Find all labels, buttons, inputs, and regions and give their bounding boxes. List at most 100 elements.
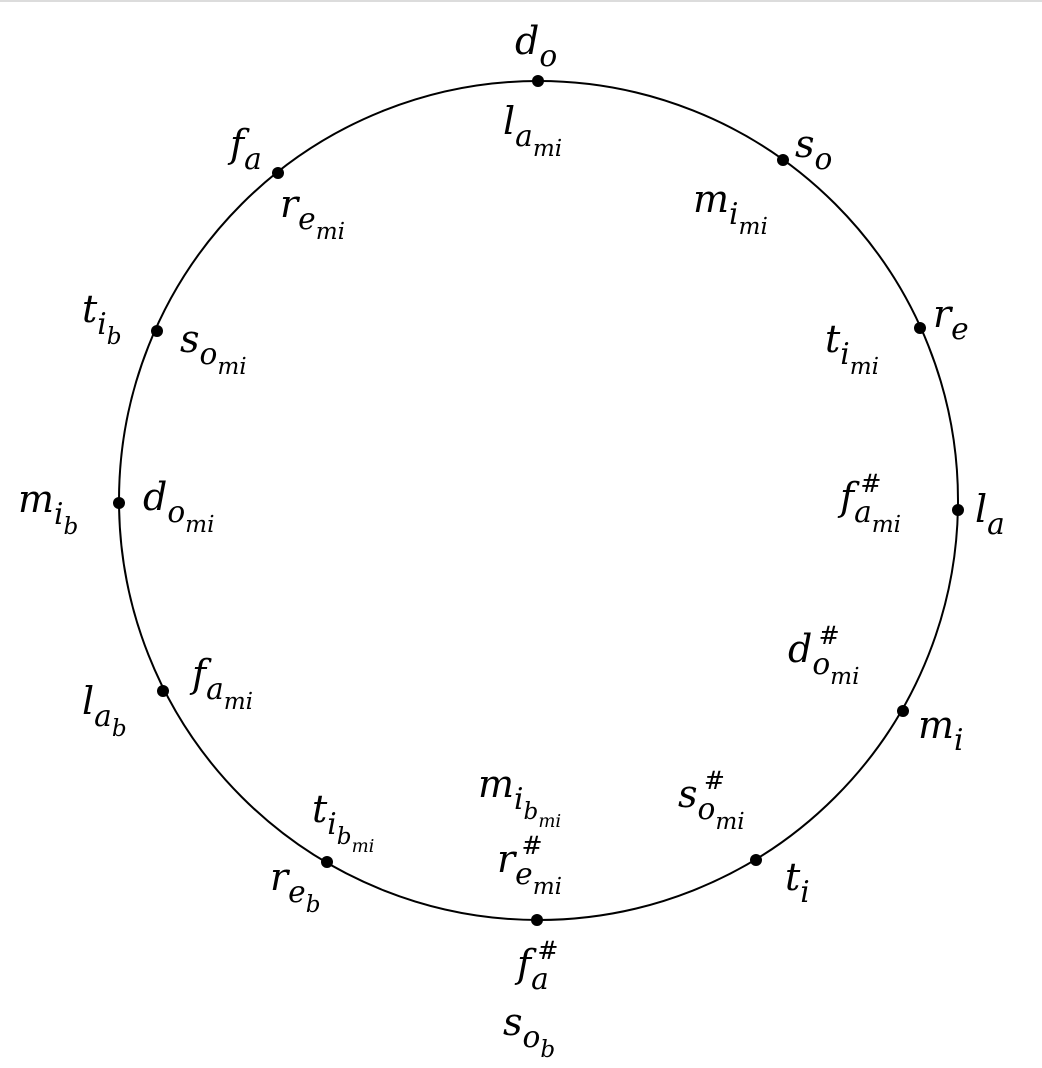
label-subscript: o#mi — [698, 768, 745, 834]
subscript-text: mi — [830, 664, 860, 691]
label-subscript: omi — [200, 339, 247, 379]
inner-label: remi — [280, 182, 345, 244]
inner-label: do#mi — [788, 623, 859, 689]
subscript-text: o — [167, 494, 186, 530]
inner-label: lami — [503, 102, 562, 161]
subscript-text: a — [854, 494, 872, 530]
subscript-text: mi — [849, 354, 880, 381]
label-subscript: mi — [533, 876, 562, 899]
label-subscript: o#mi — [812, 623, 859, 689]
sharp-superscript: # — [818, 620, 840, 650]
node-dot — [113, 497, 125, 509]
label-subscript: o — [815, 144, 833, 174]
label-subscript: mi — [715, 811, 744, 834]
inner-label: domi — [143, 475, 214, 537]
label-subscript: mi — [185, 514, 214, 537]
inner-label: fami — [192, 655, 253, 714]
subscript-text: mi — [223, 689, 254, 716]
label-subscript: mi — [224, 691, 253, 714]
label-subscript: a# — [531, 938, 558, 997]
label-subscript: ib — [54, 499, 78, 539]
label-subscript: o — [539, 41, 557, 71]
label-base: l — [82, 679, 95, 723]
node-dot — [272, 167, 284, 179]
node-dot — [531, 914, 543, 926]
label-base: f — [840, 475, 855, 519]
label-base: m — [918, 703, 955, 747]
label-subscript: b — [64, 516, 79, 539]
node-dot — [321, 856, 333, 868]
label-base: t — [312, 787, 328, 831]
label-base: d — [143, 475, 168, 519]
outer-label: mi — [918, 703, 964, 755]
subscript-text: mi — [871, 512, 902, 539]
node-dot — [897, 705, 909, 717]
outer-label-alt: sob — [503, 1000, 555, 1062]
label-subscript: emi — [298, 201, 345, 244]
label-base: t — [82, 287, 98, 331]
label-subscript: ab — [94, 698, 126, 741]
outer-label: lab — [82, 679, 127, 741]
node-dot — [952, 504, 964, 516]
node-dot — [532, 75, 544, 87]
outer-label: re — [933, 295, 969, 344]
label-base: r — [280, 182, 299, 226]
inner-label: re#mi — [497, 833, 562, 899]
label-subscript: mi — [351, 835, 375, 857]
label-subscript: ob — [523, 1022, 556, 1062]
subscript-text: mi — [532, 874, 563, 901]
subscript-text: mi — [185, 512, 215, 539]
inner-label: fa# mi — [840, 471, 901, 537]
label-base: s — [503, 1000, 523, 1044]
label-subscript: a — [244, 144, 262, 174]
sharp-superscript: # — [521, 830, 543, 860]
outer-label: ti — [785, 858, 810, 907]
subscript-text: a — [94, 698, 112, 734]
outer-label: tib — [82, 287, 122, 349]
inner-label: so#mi — [678, 768, 745, 834]
node-dot — [777, 154, 789, 166]
subscript-text: b — [106, 324, 122, 351]
label-subscript: mi — [533, 138, 562, 161]
top-border — [0, 0, 1042, 2]
label-subscript: omi — [167, 494, 214, 537]
subscript-text: i — [729, 196, 739, 232]
subscript-text: mi — [715, 809, 745, 836]
subscript-text: mi — [351, 835, 375, 857]
inner-label: mibmi — [478, 765, 561, 830]
label-subscript: bmi — [523, 799, 562, 831]
node-dot — [914, 322, 926, 334]
label-subscript: b — [540, 1039, 555, 1062]
inner-label: mimi — [693, 177, 768, 239]
subscript-text: a — [515, 118, 533, 154]
label-subscript: ibmi — [327, 806, 374, 855]
subscript-text: e — [298, 201, 316, 237]
subscript-text: mi — [315, 219, 346, 246]
sharp-superscript: # — [860, 468, 882, 498]
node-dot — [151, 325, 163, 337]
label-subscript: a — [987, 509, 1005, 539]
label-subscript: mi — [872, 514, 901, 537]
label-subscript: mi — [739, 216, 768, 239]
subscript-text: i — [327, 806, 337, 842]
label-subscript: e — [951, 314, 969, 344]
label-subscript: mi — [316, 221, 345, 244]
outer-label: fa# — [517, 938, 558, 994]
label-base: s — [795, 122, 815, 166]
subscript-text: i — [514, 781, 524, 817]
label-subscript: b — [107, 326, 122, 349]
label-subscript: mi — [538, 812, 561, 831]
label-base: m — [693, 177, 730, 221]
label-base: f — [517, 942, 532, 986]
label-subscript: i — [800, 877, 809, 907]
subscript-text: a — [531, 961, 549, 997]
subscript-text: b — [523, 799, 539, 826]
subscript-text: o — [539, 38, 558, 74]
subscript-text: b — [111, 716, 127, 743]
label-base: m — [18, 477, 55, 521]
label-base: r — [497, 837, 516, 881]
label-base: s — [678, 772, 698, 816]
label-base: s — [180, 317, 200, 361]
label-subscript: mi — [217, 356, 246, 379]
label-subscript: imi — [729, 196, 768, 239]
